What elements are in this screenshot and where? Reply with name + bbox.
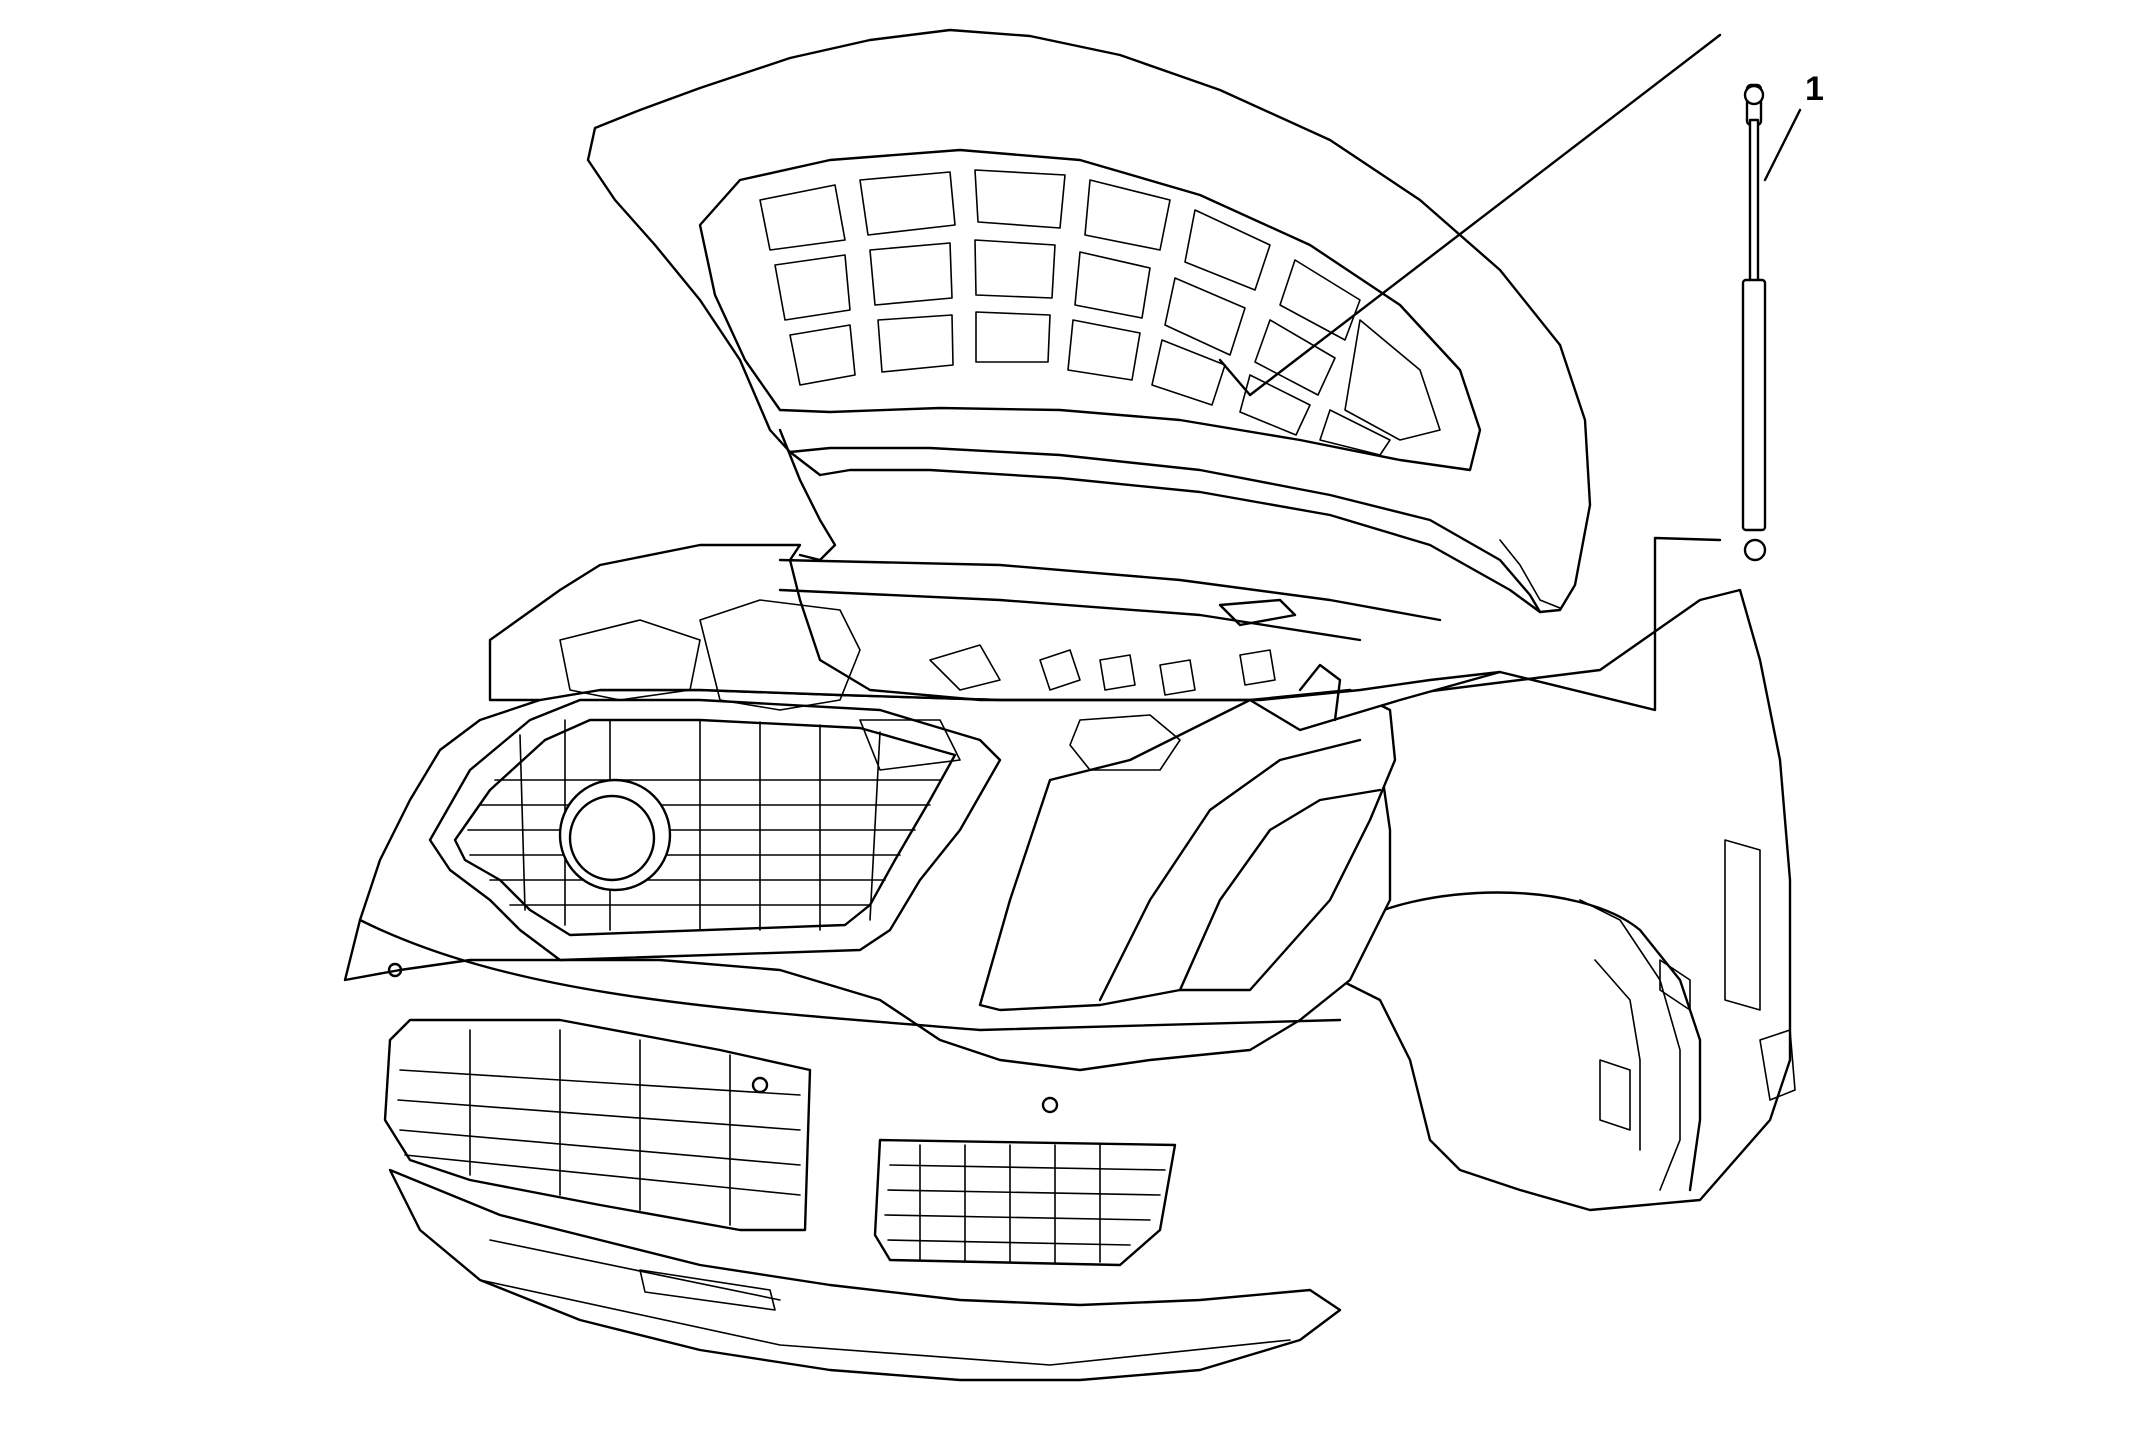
upper-grille <box>467 719 941 931</box>
fog-lamp-grille <box>884 1144 1166 1263</box>
leader-line <box>1218 358 1252 397</box>
callout-1-leader <box>1763 108 1802 182</box>
lower-grille <box>397 1029 801 1226</box>
hood-strut <box>1741 83 1767 562</box>
engine-compartment <box>488 543 1502 771</box>
callout-1-label: 1 <box>1805 70 1824 108</box>
detail-inset-outline <box>1248 33 1722 712</box>
vehicle-front-end <box>343 588 1796 1382</box>
hood-strut-detail: 1 <box>1218 33 1824 712</box>
hood <box>586 28 1592 614</box>
